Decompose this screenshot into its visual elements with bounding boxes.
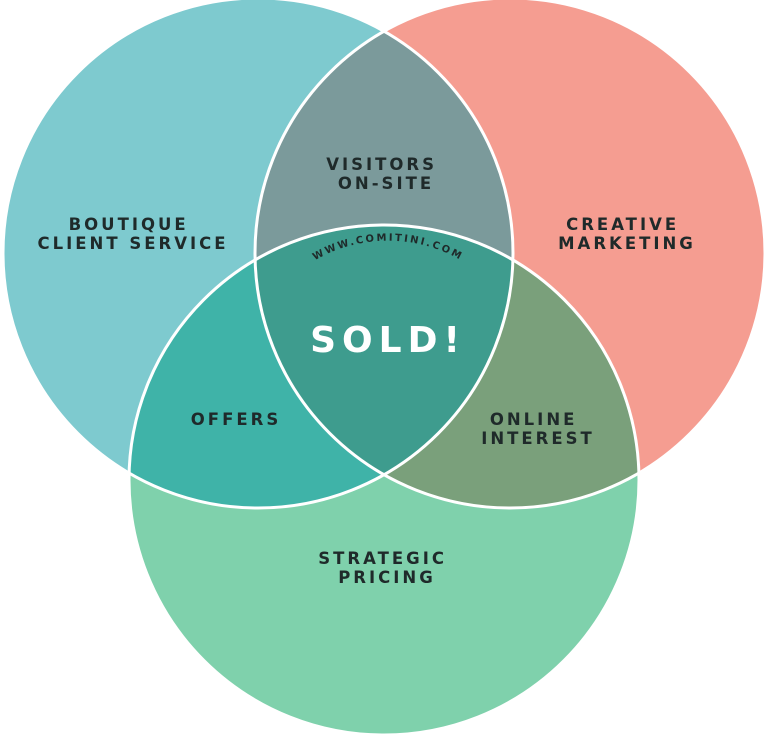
circle-pricing-outline bbox=[127, 223, 641, 737]
label-marketing: CREATIVE MARKETING bbox=[558, 215, 696, 253]
circle-marketing-outline bbox=[253, 0, 767, 510]
label-pricing: STRATEGIC PRICING bbox=[318, 549, 455, 587]
label-client-service: BOUTIQUE CLIENT SERVICE bbox=[38, 215, 229, 253]
label-online-interest: ONLINE INTEREST bbox=[481, 410, 595, 448]
circle-client-service-outline bbox=[1, 0, 515, 510]
label-sold: SOLD! bbox=[310, 320, 466, 361]
label-offers: OFFERS bbox=[191, 410, 281, 429]
label-visitors: VISITORS ON-SITE bbox=[326, 155, 446, 193]
